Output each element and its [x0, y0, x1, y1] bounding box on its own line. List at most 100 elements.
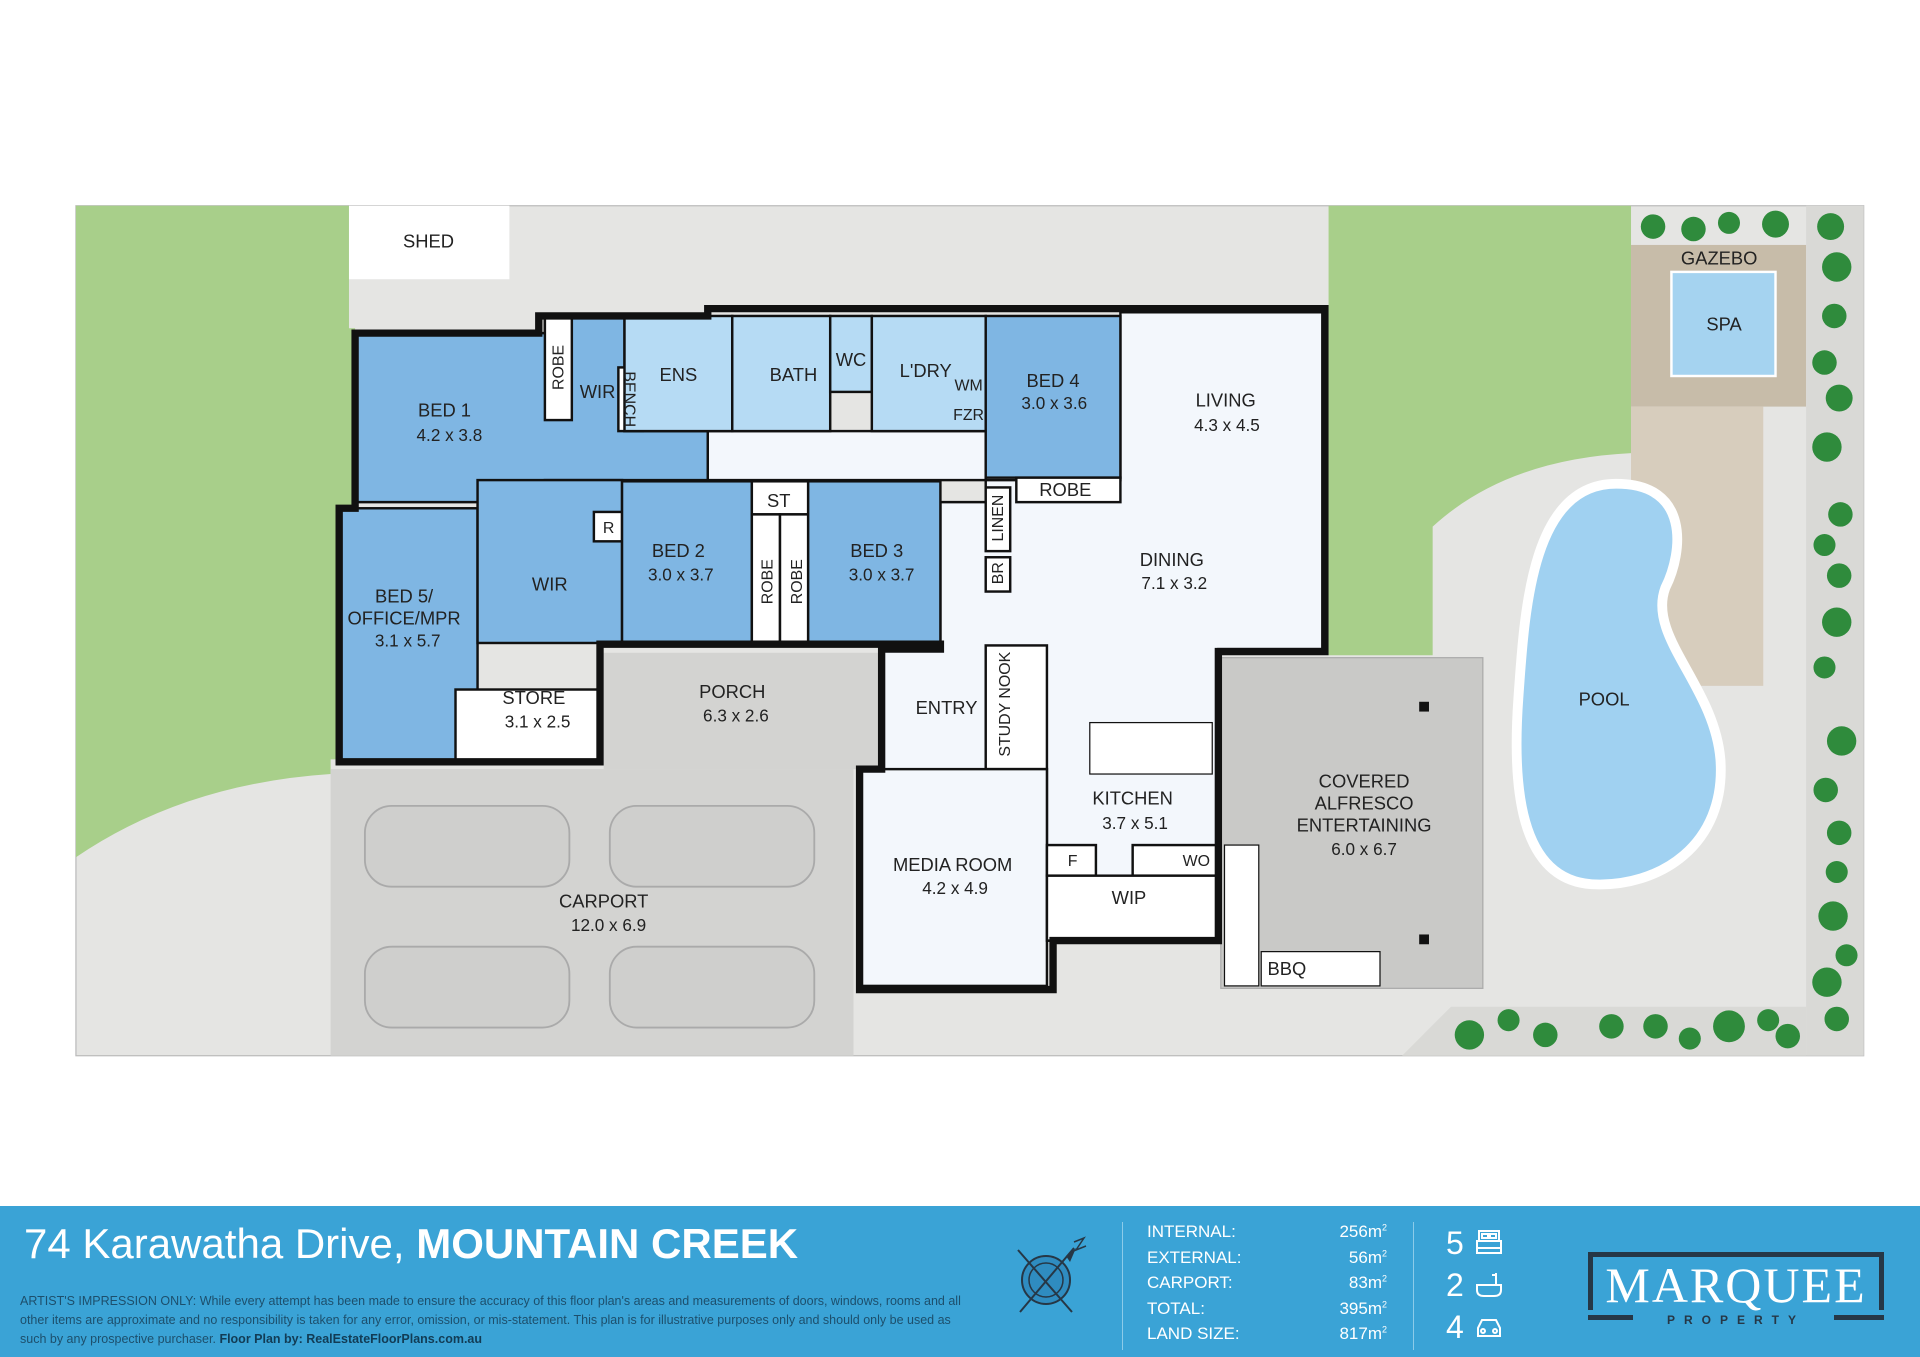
floorplan-credit: Floor Plan by: RealEstateFloorPlans.com.…: [219, 1332, 482, 1346]
porch-slab: [603, 652, 882, 770]
stat-value: 56m: [1348, 1247, 1382, 1267]
bbq-bench: [1260, 951, 1381, 987]
label-bed4: BED 4: [1027, 370, 1080, 391]
size-living: 4.3 x 4.5: [1194, 415, 1260, 435]
bed4-robe: [1015, 476, 1122, 504]
shed: [348, 205, 510, 280]
alfresco-slab: [1220, 657, 1484, 989]
car-icon: [1476, 1319, 1501, 1337]
stat-external: EXTERNAL: 56m2: [1147, 1248, 1387, 1274]
trees: [1454, 210, 1858, 1050]
logo-word: MARQUEE: [1605, 1257, 1867, 1313]
size-media-room: 4.2 x 4.9: [922, 878, 988, 898]
spa: [1670, 270, 1777, 378]
marquee-property-logo: MARQUEE PROPERTY: [1588, 1252, 1884, 1327]
features: 5 2 4: [1446, 1222, 1504, 1348]
stat-internal: INTERNAL:256m2: [1147, 1222, 1387, 1248]
label-wm: WM: [954, 378, 982, 395]
size-bed3: 3.0 x 3.7: [849, 565, 915, 585]
label-pool: POOL: [1579, 688, 1630, 709]
logo-rule: [1834, 1315, 1884, 1320]
car-icon: [608, 804, 816, 888]
label-f: F: [1068, 853, 1078, 870]
lawn-left: [75, 205, 356, 858]
lawn-right: [1328, 205, 1632, 656]
stat-label: CARPORT:: [1147, 1273, 1233, 1292]
label-bed5: BED 5/: [375, 586, 434, 607]
bath-icon: [1475, 1273, 1502, 1297]
label-dining: DINING: [1140, 549, 1204, 570]
bed5-wir: [476, 478, 624, 645]
br: [984, 556, 1012, 593]
label-media-room: MEDIA ROOM: [893, 854, 1012, 875]
stat-unit: 2: [1381, 1324, 1387, 1335]
label-linen: LINEN: [990, 495, 1007, 542]
size-bed2: 3.0 x 3.7: [648, 565, 714, 585]
label-wip: WIP: [1112, 887, 1147, 908]
post: [1419, 934, 1429, 945]
bathroom: [731, 314, 832, 433]
size-bed1: 4.2 x 3.8: [417, 425, 483, 445]
label-fzr: FZR: [953, 407, 984, 424]
stat-label: EXTERNAL:: [1147, 1247, 1242, 1267]
post: [1419, 701, 1429, 712]
label-bbq: BBQ: [1268, 958, 1307, 979]
label-bed1-wir: WIR: [580, 381, 616, 402]
label-bed5-wir: WIR: [532, 573, 568, 594]
area-stats: INTERNAL:256m2 EXTERNAL:56m2 CARPORT:83m…: [1147, 1222, 1387, 1350]
size-porch: 6.3 x 2.6: [703, 705, 769, 725]
stat-unit: 2: [1381, 1298, 1387, 1309]
size-bed4: 3.0 x 3.6: [1021, 393, 1087, 413]
size-carport: 12.0 x 6.9: [571, 915, 646, 935]
store: [454, 688, 602, 764]
bed3: [806, 480, 942, 646]
label-ens: ENS: [659, 364, 697, 385]
divider: [1413, 1222, 1414, 1350]
label-bed2-robe: ROBE: [760, 559, 777, 604]
label-living: LIVING: [1196, 390, 1256, 411]
car-icon: [363, 945, 571, 1029]
label-bench: BENCH: [620, 371, 637, 427]
stat-value: 256m: [1339, 1222, 1382, 1241]
label-gazebo: GAZEBO: [1681, 248, 1758, 269]
kitchen-island: [1089, 721, 1213, 775]
label-alfresco-3: ENTERTAINING: [1297, 815, 1432, 836]
size-alfresco: 6.0 x 6.7: [1331, 839, 1397, 859]
label-bed1-robe: ROBE: [550, 345, 567, 390]
car-count: 4: [1446, 1308, 1464, 1345]
pool: [1511, 478, 1726, 890]
bed-count: 5: [1446, 1224, 1464, 1261]
outdoor-bench: [1223, 844, 1260, 987]
label-study-nook: STUDY NOOK: [997, 651, 1014, 756]
linen: [984, 486, 1012, 553]
property-address: 74 Karawatha Drive, MOUNTAIN CREEK: [24, 1220, 798, 1268]
wip: [1045, 874, 1220, 942]
label-wo: WO: [1183, 853, 1210, 870]
stat-value: 83m: [1348, 1273, 1382, 1292]
cars: [363, 804, 816, 1029]
feature-cars: 4: [1446, 1306, 1504, 1348]
label-kitchen: KITCHEN: [1092, 788, 1173, 809]
study-nook: [984, 644, 1049, 771]
stat-unit: 2: [1381, 1247, 1387, 1258]
stat-unit: 2: [1381, 1222, 1387, 1233]
size-dining: 7.1 x 3.2: [1141, 573, 1207, 593]
hallway: [706, 429, 987, 482]
stat-land-size: LAND SIZE:817m2: [1147, 1324, 1387, 1350]
address-suburb: MOUNTAIN CREEK: [416, 1220, 799, 1267]
label-wc: WC: [836, 349, 867, 370]
north-compass-icon: [1017, 1236, 1087, 1313]
label-alfresco-2: ALFRESCO: [1315, 793, 1414, 814]
stat-value: 395m: [1339, 1298, 1382, 1318]
label-bed4-robe: ROBE: [1039, 479, 1091, 500]
divider: [1122, 1222, 1123, 1350]
label-st: ST: [767, 490, 790, 511]
label-ldry: L'DRY: [900, 360, 952, 381]
stat-unit: 2: [1381, 1273, 1387, 1284]
footer-bar: 74 Karawatha Drive, MOUNTAIN CREEK ARTIS…: [0, 1206, 1920, 1357]
label-bath: BATH: [770, 364, 818, 385]
stat-carport: CARPORT: 83m2: [1147, 1273, 1387, 1299]
bed-icon: [1475, 1230, 1502, 1254]
label-store: STORE: [502, 687, 565, 708]
